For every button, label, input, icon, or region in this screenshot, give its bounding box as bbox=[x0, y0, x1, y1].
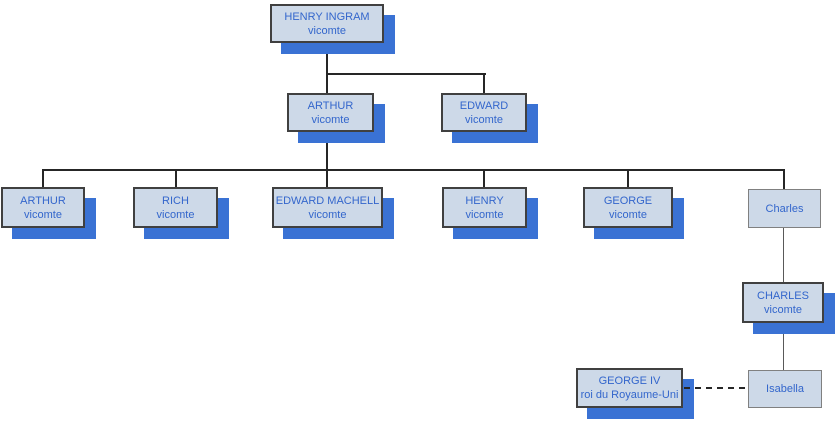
connector-drop-george3 bbox=[627, 169, 629, 187]
node-subtitle: vicomte bbox=[24, 208, 62, 221]
node-subtitle: vicomte bbox=[308, 24, 346, 37]
node-edward-machell[interactable]: EDWARD MACHELL vicomte bbox=[272, 187, 383, 228]
connector-georgeiv-isabella-dashed bbox=[684, 387, 748, 389]
node-name: EDWARD MACHELL bbox=[275, 194, 380, 207]
node-name: CHARLES bbox=[757, 289, 809, 302]
node-charles-gen3[interactable]: Charles bbox=[748, 189, 821, 228]
node-george-gen3[interactable]: GEORGE vicomte bbox=[583, 187, 673, 228]
node-subtitle: vicomte bbox=[465, 113, 503, 126]
node-name: RICH bbox=[162, 194, 189, 207]
node-isabella[interactable]: Isabella bbox=[748, 370, 822, 408]
node-subtitle: vicomte bbox=[764, 303, 802, 316]
node-name: Isabella bbox=[766, 383, 804, 395]
connector-drop-edward bbox=[483, 73, 485, 93]
node-edward-gen2[interactable]: EDWARD vicomte bbox=[441, 93, 527, 132]
connector-drop-charles bbox=[783, 169, 785, 189]
connector-drop-rich bbox=[175, 169, 177, 187]
node-name: GEORGE bbox=[603, 194, 653, 207]
connector-charlesvicomte-isabella bbox=[783, 323, 784, 370]
connector-gen3-bus bbox=[42, 169, 785, 171]
node-henry-gen3[interactable]: HENRY vicomte bbox=[442, 187, 527, 228]
connector-henryingram-arthur bbox=[326, 43, 328, 93]
node-rich-gen3[interactable]: RICH vicomte bbox=[133, 187, 218, 228]
connector-drop-edwardmachell bbox=[326, 169, 328, 187]
node-name: GEORGE IV bbox=[598, 375, 661, 387]
node-george-iv[interactable]: GEORGE IV roi du Royaume-Uni bbox=[576, 368, 683, 408]
connector-gen2-bus bbox=[326, 73, 486, 75]
node-name: Charles bbox=[765, 202, 804, 215]
node-charles-gen4[interactable]: CHARLES vicomte bbox=[742, 282, 824, 323]
node-subtitle: vicomte bbox=[609, 208, 647, 221]
node-subtitle: vicomte bbox=[311, 113, 350, 126]
node-subtitle: roi du Royaume-Uni bbox=[580, 389, 679, 401]
node-subtitle: vicomte bbox=[156, 208, 195, 221]
node-subtitle: vicomte bbox=[465, 208, 504, 221]
node-name: HENRY INGRAM bbox=[284, 10, 370, 23]
node-subtitle: vicomte bbox=[308, 208, 347, 221]
node-henry-ingram[interactable]: HENRY INGRAM vicomte bbox=[270, 4, 384, 43]
connector-charles-charlesvicomte bbox=[783, 228, 784, 282]
node-name: ARTHUR bbox=[20, 194, 66, 207]
connector-arthur-gen3bus bbox=[326, 132, 328, 170]
connector-drop-henry3 bbox=[483, 169, 485, 187]
node-arthur-gen2[interactable]: ARTHUR vicomte bbox=[287, 93, 374, 132]
node-name: EDWARD bbox=[459, 99, 509, 112]
node-name: HENRY bbox=[465, 194, 504, 207]
node-name: ARTHUR bbox=[307, 99, 354, 112]
connector-drop-arthur3 bbox=[42, 169, 44, 187]
node-arthur-gen3[interactable]: ARTHUR vicomte bbox=[1, 187, 85, 228]
